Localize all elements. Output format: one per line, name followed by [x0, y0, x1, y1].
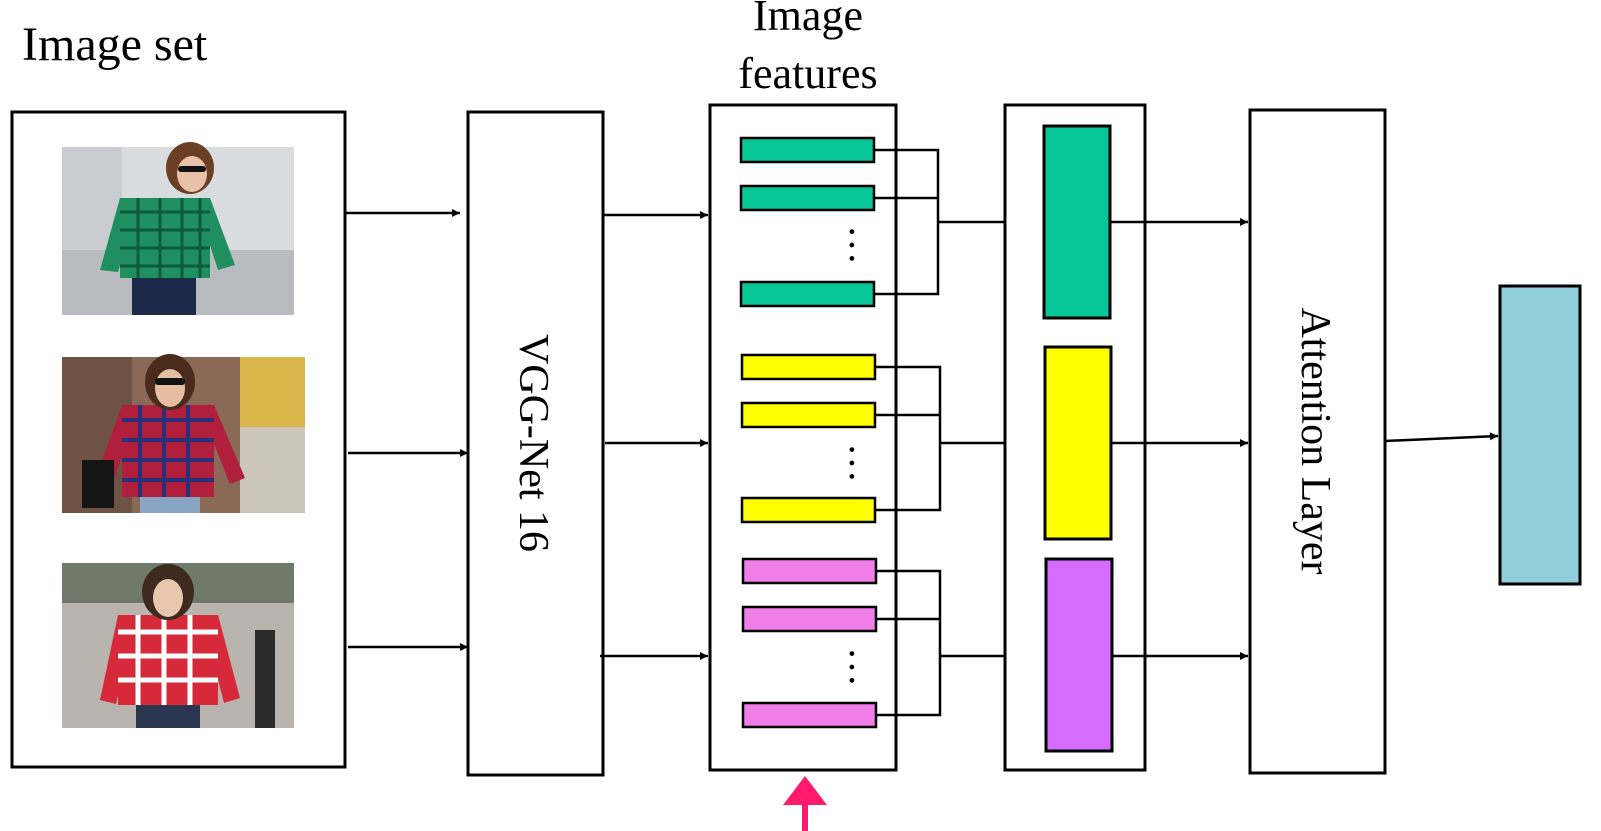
- image-set-title: Image set: [22, 18, 208, 71]
- pointer-arrow-icon: [783, 776, 827, 831]
- arrow-attention-to-output: [1384, 432, 1499, 443]
- vgg-net-label: VGG-Net 16: [510, 334, 556, 552]
- feature-bar-green-1: [739, 136, 876, 164]
- feature-bar-violet-3: [741, 701, 878, 729]
- image-features-box: [708, 103, 898, 772]
- feature-bar-green-3: [739, 280, 876, 308]
- attention-layer-box: [1248, 108, 1387, 775]
- feature-bar-yellow-1: [740, 353, 877, 381]
- fashion-photo-2: [62, 354, 305, 513]
- image-features-title-line1: Image: [753, 0, 863, 40]
- feature-ellipsis-violet: …: [841, 647, 886, 687]
- bracket-violet: [876, 569, 942, 717]
- feature-bar-yellow-3: [740, 496, 877, 524]
- feature-ellipsis-green: …: [841, 225, 886, 265]
- feature-group-yellow: …: [740, 353, 1042, 524]
- image-features-title-line2: features: [738, 49, 877, 98]
- attention-layer-label: Attention Layer: [1292, 307, 1338, 574]
- vgg-net-box: [466, 110, 605, 777]
- output-feature-vector: [1498, 284, 1582, 586]
- feature-bar-yellow-2: [740, 401, 877, 429]
- fashion-photo-3: [62, 563, 294, 728]
- pooled-feature-green: [1042, 124, 1112, 320]
- pooled-feature-yellow: [1043, 345, 1113, 541]
- feature-bar-violet-2: [741, 605, 878, 633]
- feature-bar-violet-1: [741, 557, 878, 585]
- feature-bar-green-2: [739, 184, 876, 212]
- pooled-feature-violet: [1044, 557, 1114, 753]
- bracket-yellow: [875, 365, 942, 512]
- feature-ellipsis-yellow: …: [841, 443, 886, 483]
- fashion-photo-1: [62, 142, 294, 315]
- feature-group-violet: …: [741, 557, 1042, 729]
- feature-group-green: …: [739, 136, 1040, 308]
